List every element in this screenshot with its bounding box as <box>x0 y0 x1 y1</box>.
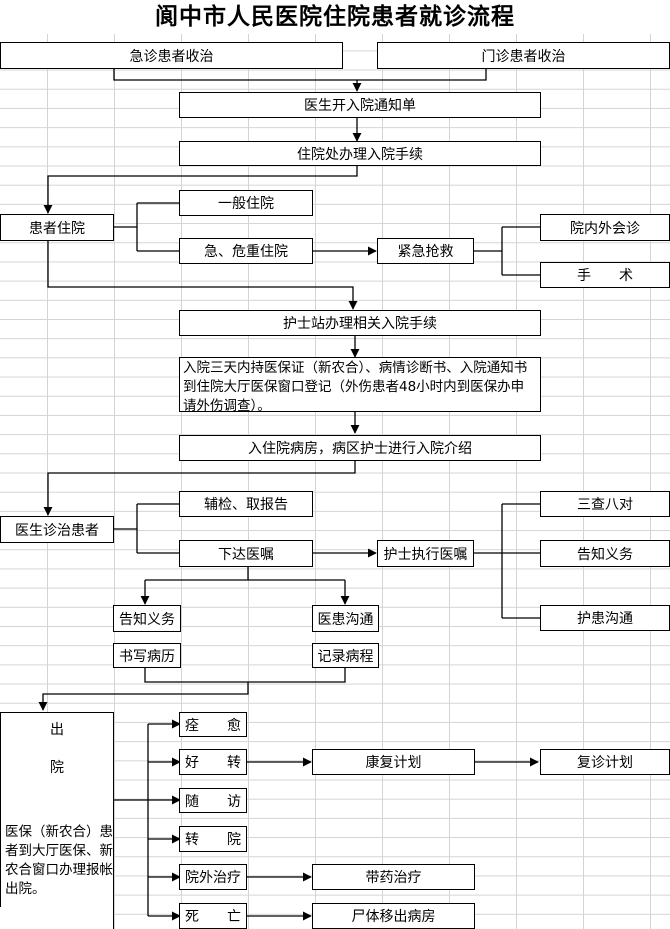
nurse-station-box: 护士站办理相关入院手续 <box>179 310 541 336</box>
inform-rights-doc-box: 告知义务 <box>113 605 181 632</box>
three-checks-box: 三查八对 <box>540 491 670 517</box>
inform-rights-nurse-box: 告知义务 <box>540 540 670 567</box>
discharge-note: 医保（新农合）患者到大厅医保、新农合窗口办理报帐出院。 <box>5 824 113 897</box>
revisit-plan-box: 复诊计划 <box>540 749 670 775</box>
row-header-mask <box>0 907 12 929</box>
outside-treat-box: 院外治疗 <box>179 864 247 890</box>
admission-office-box: 住院处办理入院手续 <box>179 141 541 166</box>
outpatient-admission-box: 门诊患者收治 <box>377 42 670 69</box>
surgery-box: 手 术 <box>540 262 670 288</box>
remove-body-box: 尸体移出病房 <box>312 903 475 929</box>
nurse-execute-box: 护士执行医嘱 <box>377 540 474 567</box>
rehab-plan-box: 康复计划 <box>312 749 475 775</box>
discharge-box: 出 院 医保（新农合）患者到大厅医保、新农合窗口办理报帐出院。 <box>0 712 114 929</box>
nurse-comm-box: 护患沟通 <box>540 605 670 631</box>
doc-comm-box: 医患沟通 <box>312 605 379 632</box>
insurance-registration-box: 入院三天内持医保证（新农合）、病情诊断书、入院通知书到住院大厅医保窗口登记（外伤… <box>179 357 541 414</box>
cured-box: 痊 愈 <box>179 712 247 737</box>
discharge-label-1: 出 <box>50 722 64 738</box>
page-title: 阆中市人民医院住院患者就诊流程 <box>0 0 670 34</box>
record-course-box: 记录病程 <box>312 643 379 668</box>
emergency-rescue-box: 紧急抢救 <box>377 238 474 264</box>
take-medicine-box: 带药治疗 <box>312 864 475 890</box>
aux-exam-box: 辅检、取报告 <box>179 491 313 517</box>
discharge-label-2: 院 <box>50 760 64 776</box>
death-box: 死 亡 <box>179 903 247 929</box>
doctor-notice-box: 医生开入院通知单 <box>179 92 541 118</box>
general-admission-box: 一般住院 <box>179 190 313 216</box>
critical-admission-box: 急、危重住院 <box>179 238 313 264</box>
patient-admitted-box: 患者住院 <box>0 214 114 241</box>
ward-intro-box: 入住院病房，病区护士进行入院介绍 <box>179 435 541 461</box>
followup-box: 随 访 <box>179 788 247 813</box>
transfer-box: 转 院 <box>179 826 247 852</box>
emergency-admission-box: 急诊患者收治 <box>0 42 343 69</box>
write-record-box: 书写病历 <box>113 643 181 668</box>
doctor-treat-box: 医生诊治患者 <box>0 516 114 543</box>
orders-box: 下达医嘱 <box>179 540 313 567</box>
consultation-box: 院内外会诊 <box>540 214 670 241</box>
improved-box: 好 转 <box>179 749 247 775</box>
